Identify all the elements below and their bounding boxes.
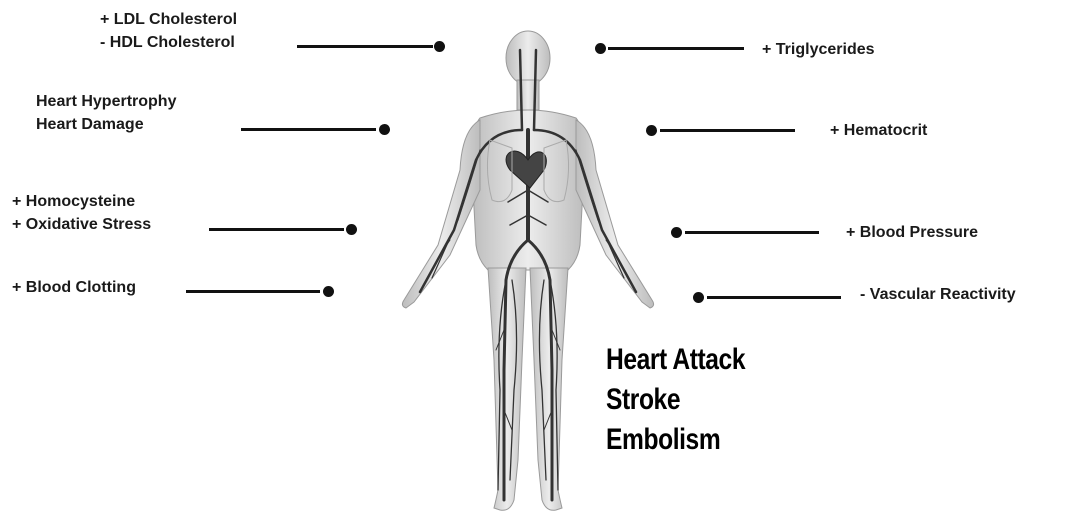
leader-dot [323,286,334,297]
right-factor-triglycerides: + Triglycerides [762,38,875,61]
human-circulatory-figure [380,30,680,517]
left-factor-heart: Heart Hypertrophy Heart Damage [36,90,176,136]
right-factor-blood-pressure: + Blood Pressure [846,221,978,244]
right-factor-vascular: - Vascular Reactivity [860,283,1016,306]
right-factor-vascular-line-1: - Vascular Reactivity [860,283,1016,306]
leader-line [209,228,344,231]
left-factor-lipids: + LDL Cholesterol - HDL Cholesterol [100,8,237,54]
left-factor-homocysteine-line-2: + Oxidative Stress [12,213,151,236]
right-factor-hematocrit-line-1: + Hematocrit [830,119,927,142]
leader-line [241,128,376,131]
left-factor-clotting: + Blood Clotting [12,276,136,299]
left-factor-homocysteine-line-1: + Homocysteine [12,190,151,213]
left-factor-clotting-line-1: + Blood Clotting [12,276,136,299]
right-factor-hematocrit: + Hematocrit [830,119,927,142]
left-factor-lipids-line-2: - HDL Cholesterol [100,31,237,54]
leader-dot [346,224,357,235]
left-factor-heart-line-1: Heart Hypertrophy [36,90,176,113]
right-factor-blood-pressure-line-1: + Blood Pressure [846,221,978,244]
left-factor-heart-line-2: Heart Damage [36,113,176,136]
leader-line [685,231,819,234]
leader-dot [693,292,704,303]
leader-line [707,296,841,299]
body-silhouette [402,31,653,510]
left-factor-lipids-line-1: + LDL Cholesterol [100,8,237,31]
leader-line [186,290,320,293]
right-factor-triglycerides-line-1: + Triglycerides [762,38,875,61]
leader-line [660,129,795,132]
left-factor-homocysteine: + Homocysteine + Oxidative Stress [12,190,151,236]
